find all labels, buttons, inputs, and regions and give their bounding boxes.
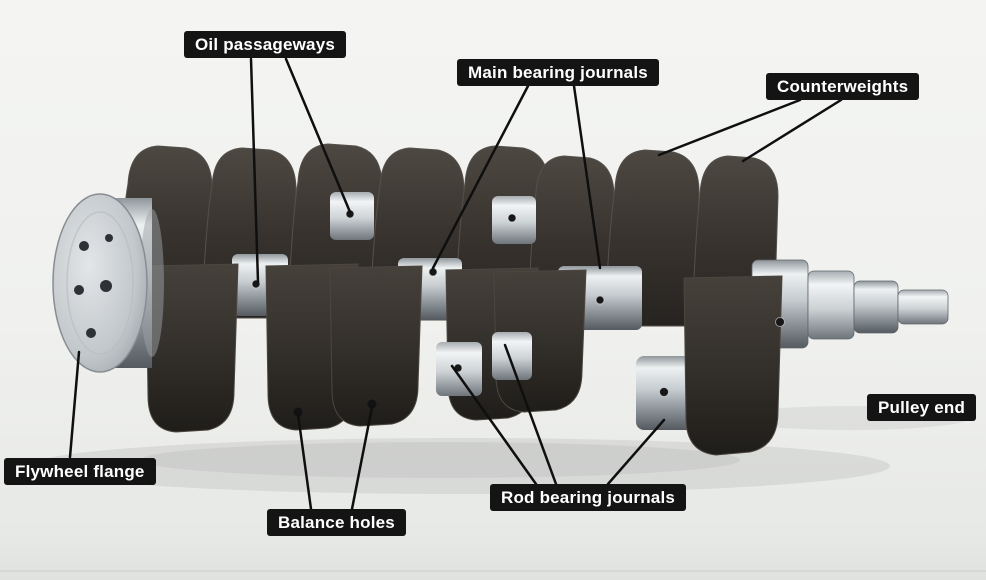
- leader-line-balance-holes-1: [296, 412, 313, 511]
- label-oil-passageways: Oil passageways: [184, 31, 347, 58]
- label-counterweights: Counterweights: [766, 73, 920, 100]
- flywheel-flange-shape: [52, 193, 164, 373]
- leader-line-oil-passageways-1: [249, 57, 260, 284]
- leader-line-oil-passageways-2: [284, 57, 352, 214]
- label-pulley-end: Pulley end: [867, 394, 977, 421]
- leader-line-rod-bearing-journals-2: [503, 343, 558, 486]
- leader-line-counterweights-1: [657, 98, 802, 157]
- leader-line-counterweights-2: [741, 98, 843, 163]
- label-rod-bearing-journals: Rod bearing journals: [490, 484, 687, 511]
- label-balance-holes: Balance holes: [267, 509, 406, 536]
- leader-line-rod-bearing-journals-3: [606, 418, 666, 486]
- leader-line-flywheel-flange: [68, 350, 81, 459]
- leader-line-balance-holes-2: [350, 405, 374, 511]
- label-main-bearing-journals: Main bearing journals: [457, 59, 659, 86]
- label-flywheel-flange: Flywheel flange: [4, 458, 156, 485]
- leader-lines: [68, 57, 843, 511]
- rod-journal-low-2: [492, 332, 532, 380]
- balance-holes-dots: [293, 399, 377, 417]
- leader-line-main-bearing-journals-2: [572, 84, 602, 270]
- leader-line-rod-bearing-journals-1: [450, 364, 538, 486]
- leader-line-main-bearing-journals-1: [431, 84, 530, 270]
- oil-passageway-holes: [251, 209, 785, 397]
- flange-bolt-holes: [74, 234, 113, 338]
- ground-shadow: [0, 406, 986, 572]
